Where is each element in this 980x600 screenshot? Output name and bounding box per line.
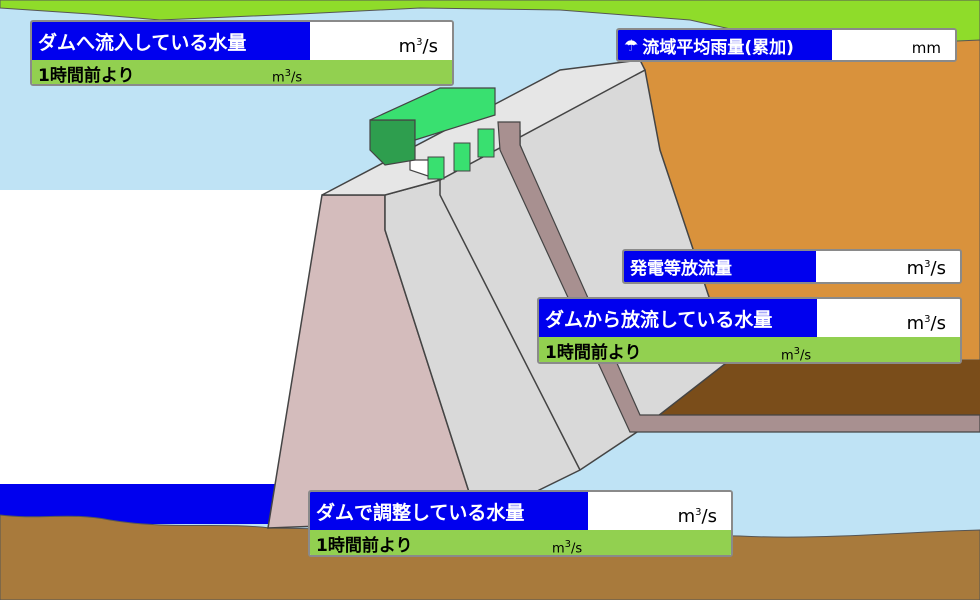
rainfall-panel: ☂ 流域平均雨量(累加) mm xyxy=(616,28,957,62)
intake-gate-2 xyxy=(453,142,471,172)
outflow-label: ダムから放流している水量 xyxy=(539,299,817,337)
inflow-unit: m3/s xyxy=(398,36,438,57)
gate-house-top xyxy=(369,87,496,141)
rainfall-label: 流域平均雨量(累加) xyxy=(642,37,794,58)
umbrella-icon: ☂ xyxy=(624,35,639,55)
inflow-hour-ago-row: 1時間前より m3/s xyxy=(32,60,452,86)
rainfall-unit: mm xyxy=(911,39,941,57)
intake-gate-3 xyxy=(477,128,495,158)
rainfall-value: mm xyxy=(832,30,955,60)
outflow-hour-ago-unit: m3/s xyxy=(781,345,812,363)
power-discharge-value: m3/s xyxy=(816,251,960,282)
regulation-value: m3/s xyxy=(588,492,731,530)
regulation-panel: ダムで調整している水量 m3/s 1時間前より m3/s xyxy=(308,490,733,557)
spillway-channel xyxy=(497,121,980,433)
regulation-unit: m3/s xyxy=(677,506,717,527)
power-discharge-label: 発電等放流量 xyxy=(624,251,816,282)
outflow-hour-ago-label: 1時間前より xyxy=(545,343,642,363)
ground xyxy=(0,514,980,600)
regulation-hour-ago-unit: m3/s xyxy=(552,538,583,556)
outflow-unit: m3/s xyxy=(906,313,946,334)
reservoir-surface xyxy=(0,190,330,490)
inflow-hour-ago-unit: m3/s xyxy=(272,67,303,85)
power-discharge-panel: 発電等放流量 m3/s xyxy=(622,249,962,284)
regulation-label: ダムで調整している水量 xyxy=(310,492,588,530)
dam-block-line xyxy=(439,180,581,471)
inflow-panel: ダムへ流入している水量 m3/s 1時間前より m3/s xyxy=(30,20,454,86)
intake-gate-1 xyxy=(427,156,445,180)
outflow-hour-ago-row: 1時間前より m3/s xyxy=(539,337,960,363)
outflow-value: m3/s xyxy=(817,299,960,337)
inflow-hour-ago-label: 1時間前より xyxy=(38,65,135,86)
power-discharge-unit: m3/s xyxy=(906,258,946,279)
grass-hill xyxy=(0,0,980,86)
inflow-value: m3/s xyxy=(310,22,452,60)
outflow-panel: ダムから放流している水量 m3/s 1時間前より m3/s xyxy=(537,297,962,364)
regulation-hour-ago-row: 1時間前より m3/s xyxy=(310,530,731,556)
rainfall-label-box: ☂ 流域平均雨量(累加) xyxy=(618,30,832,60)
inflow-label: ダムへ流入している水量 xyxy=(32,22,310,60)
downstream-bank xyxy=(640,360,980,420)
regulation-hour-ago-label: 1時間前より xyxy=(316,536,413,556)
